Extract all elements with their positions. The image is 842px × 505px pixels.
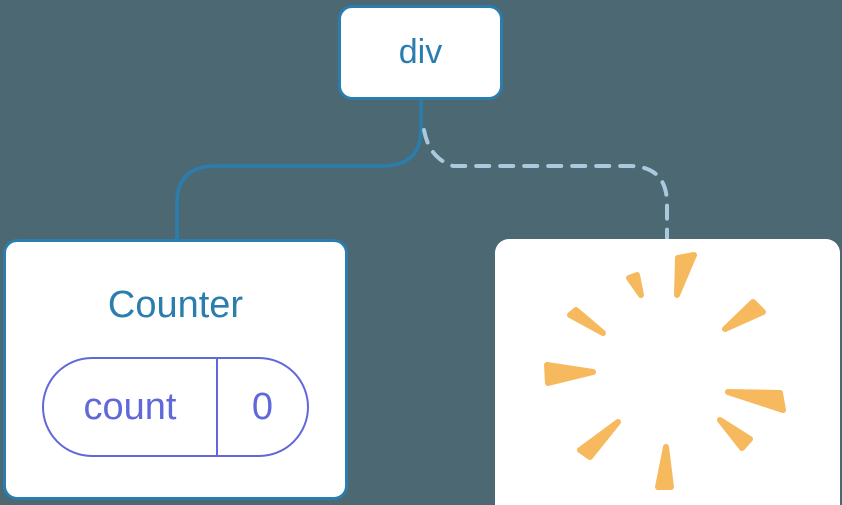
state-key-cell: count	[44, 359, 218, 455]
connector-solid-edge	[175, 98, 423, 243]
poof-ray	[655, 444, 674, 490]
poof-ray	[722, 299, 766, 332]
state-pill: count 0	[42, 357, 309, 457]
state-key-label: count	[83, 385, 177, 428]
poof-ray	[626, 272, 644, 298]
component-title: Counter	[107, 284, 244, 326]
state-value-label: 0	[251, 385, 274, 428]
tree-node-removed	[495, 239, 840, 505]
poof-ray	[674, 252, 697, 298]
poof-ray	[544, 362, 596, 386]
tree-node-div: div	[338, 5, 503, 100]
state-value-cell: 0	[218, 359, 307, 455]
poof-ray	[717, 417, 753, 451]
poof-ray	[577, 419, 621, 460]
div-node-label: div	[398, 33, 443, 71]
poof-icon	[544, 252, 786, 490]
poof-ray	[567, 307, 606, 336]
tree-node-counter: Counter count 0	[3, 239, 348, 500]
connector-dashed-edge	[422, 128, 669, 243]
poof-ray	[725, 389, 786, 413]
